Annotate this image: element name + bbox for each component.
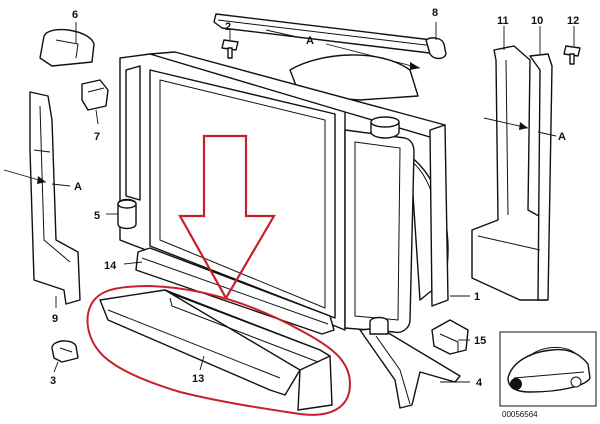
section-marker-right: A [483,117,566,143]
pointer-arrow [178,134,276,301]
callout-5: 5 [94,210,100,222]
callout-7: 7 [94,131,100,143]
part-clip-6 [39,28,95,67]
part-mount-5 [117,198,137,230]
section-marker-left: A [3,169,82,193]
callout-3: 3 [50,375,56,387]
part-left-bracket [29,91,81,305]
callout-15: 15 [474,335,486,347]
part-right-bracket [471,45,553,301]
part-block-7 [81,79,109,111]
part-top-rail [213,13,447,60]
part-bolt-12 [563,45,581,65]
callout-6: 6 [72,9,78,21]
section-label-left: A [74,181,82,193]
callout-10: 10 [531,15,543,27]
part-clip-15 [431,319,469,355]
vehicle-inset [499,331,597,407]
reference-code: 00056564 [502,410,538,419]
part-lower-bracket [359,316,461,409]
callout-9: 9 [52,313,58,325]
callout-13: 13 [192,373,204,385]
callout-4: 4 [476,377,483,389]
section-marker-top: A [265,29,421,70]
expansion-tank [344,116,415,334]
callout-labels: 6 2 8 11 10 12 7 5 14 9 3 1 15 4 13 [50,7,579,389]
callout-11: 11 [497,15,509,27]
part-bolt-2 [221,39,239,59]
callout-12: 12 [567,15,579,27]
callout-14: 14 [104,260,117,272]
highlight-outline [86,284,352,416]
section-label-right: A [558,131,566,143]
part-lower-seal [135,247,335,335]
callout-1: 1 [474,291,480,303]
leader-lines [53,22,575,383]
part-air-duct [99,289,333,411]
callout-8: 8 [432,7,438,19]
callout-2: 2 [225,21,231,33]
section-label-top: A [306,35,314,47]
part-clamp-3 [51,340,79,363]
